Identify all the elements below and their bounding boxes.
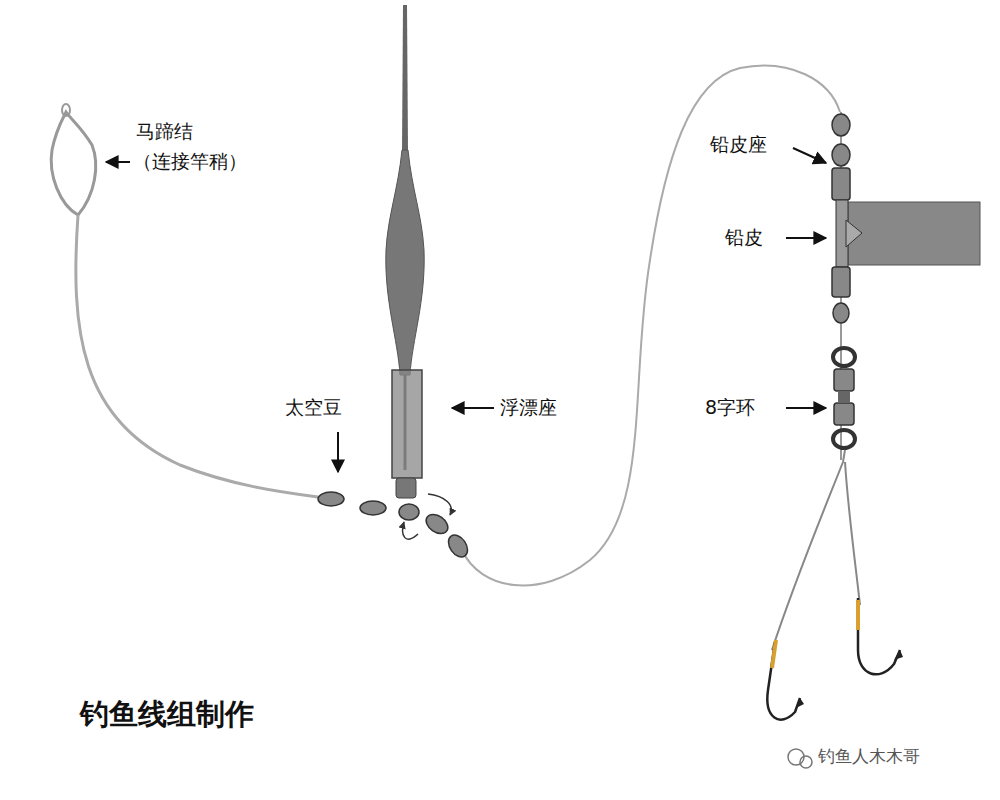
float-antenna: [402, 5, 408, 150]
diagram-title: 钓鱼线组制作: [80, 695, 254, 735]
space-bean: [423, 511, 452, 538]
part-name: 马蹄结: [136, 120, 193, 143]
hook-whipping: [772, 640, 776, 668]
leader-arrow: [793, 148, 826, 163]
watermark-icon: [800, 756, 812, 768]
bean: [833, 303, 849, 323]
part-name: 浮漂座: [500, 396, 557, 419]
space-bean: [445, 532, 472, 561]
watermark: 钓鱼人木木哥: [818, 746, 920, 766]
lead-seat-bottom: [832, 267, 850, 297]
swivel-ring: [833, 348, 855, 366]
main-line-lower: [462, 66, 840, 586]
main-line: [76, 215, 318, 497]
loop-eye: [62, 104, 70, 116]
part-name: 铅皮座: [710, 133, 767, 156]
loop-knot: [51, 112, 95, 215]
lead-seat-top: [832, 168, 850, 200]
swivel-ring: [833, 430, 855, 448]
leader-arrow: [106, 161, 130, 163]
leader-arrow: [786, 237, 826, 239]
lead-wedge: [846, 220, 862, 247]
hook-point: [796, 698, 804, 708]
part-note: （连接竿稍）: [133, 150, 247, 173]
part-name: 铅皮: [725, 226, 763, 249]
float-body: [386, 150, 424, 375]
swivel-link: [838, 391, 850, 403]
rotation-arrow: [428, 494, 451, 515]
float-seat: [392, 370, 422, 478]
float-swivel: [396, 478, 416, 498]
part-name: 8字环: [705, 396, 755, 419]
swivel-barrel: [834, 403, 854, 425]
hook-point: [894, 650, 903, 660]
hook-whipping: [856, 600, 860, 630]
lead-sheet: [848, 202, 980, 265]
hook-leader: [845, 462, 860, 605]
space-bean: [360, 501, 386, 515]
hook-leader: [772, 450, 845, 650]
space-bean: [399, 504, 419, 520]
bean: [832, 114, 850, 136]
part-name: 太空豆: [285, 396, 342, 419]
swivel-barrel: [834, 369, 854, 391]
leader-arrow: [786, 407, 826, 409]
leader-arrow: [337, 432, 339, 472]
hook: [858, 598, 900, 674]
space-bean: [318, 492, 344, 506]
leader-arrow: [452, 407, 494, 409]
rotation-arrow: [403, 522, 418, 539]
bean: [832, 144, 850, 166]
